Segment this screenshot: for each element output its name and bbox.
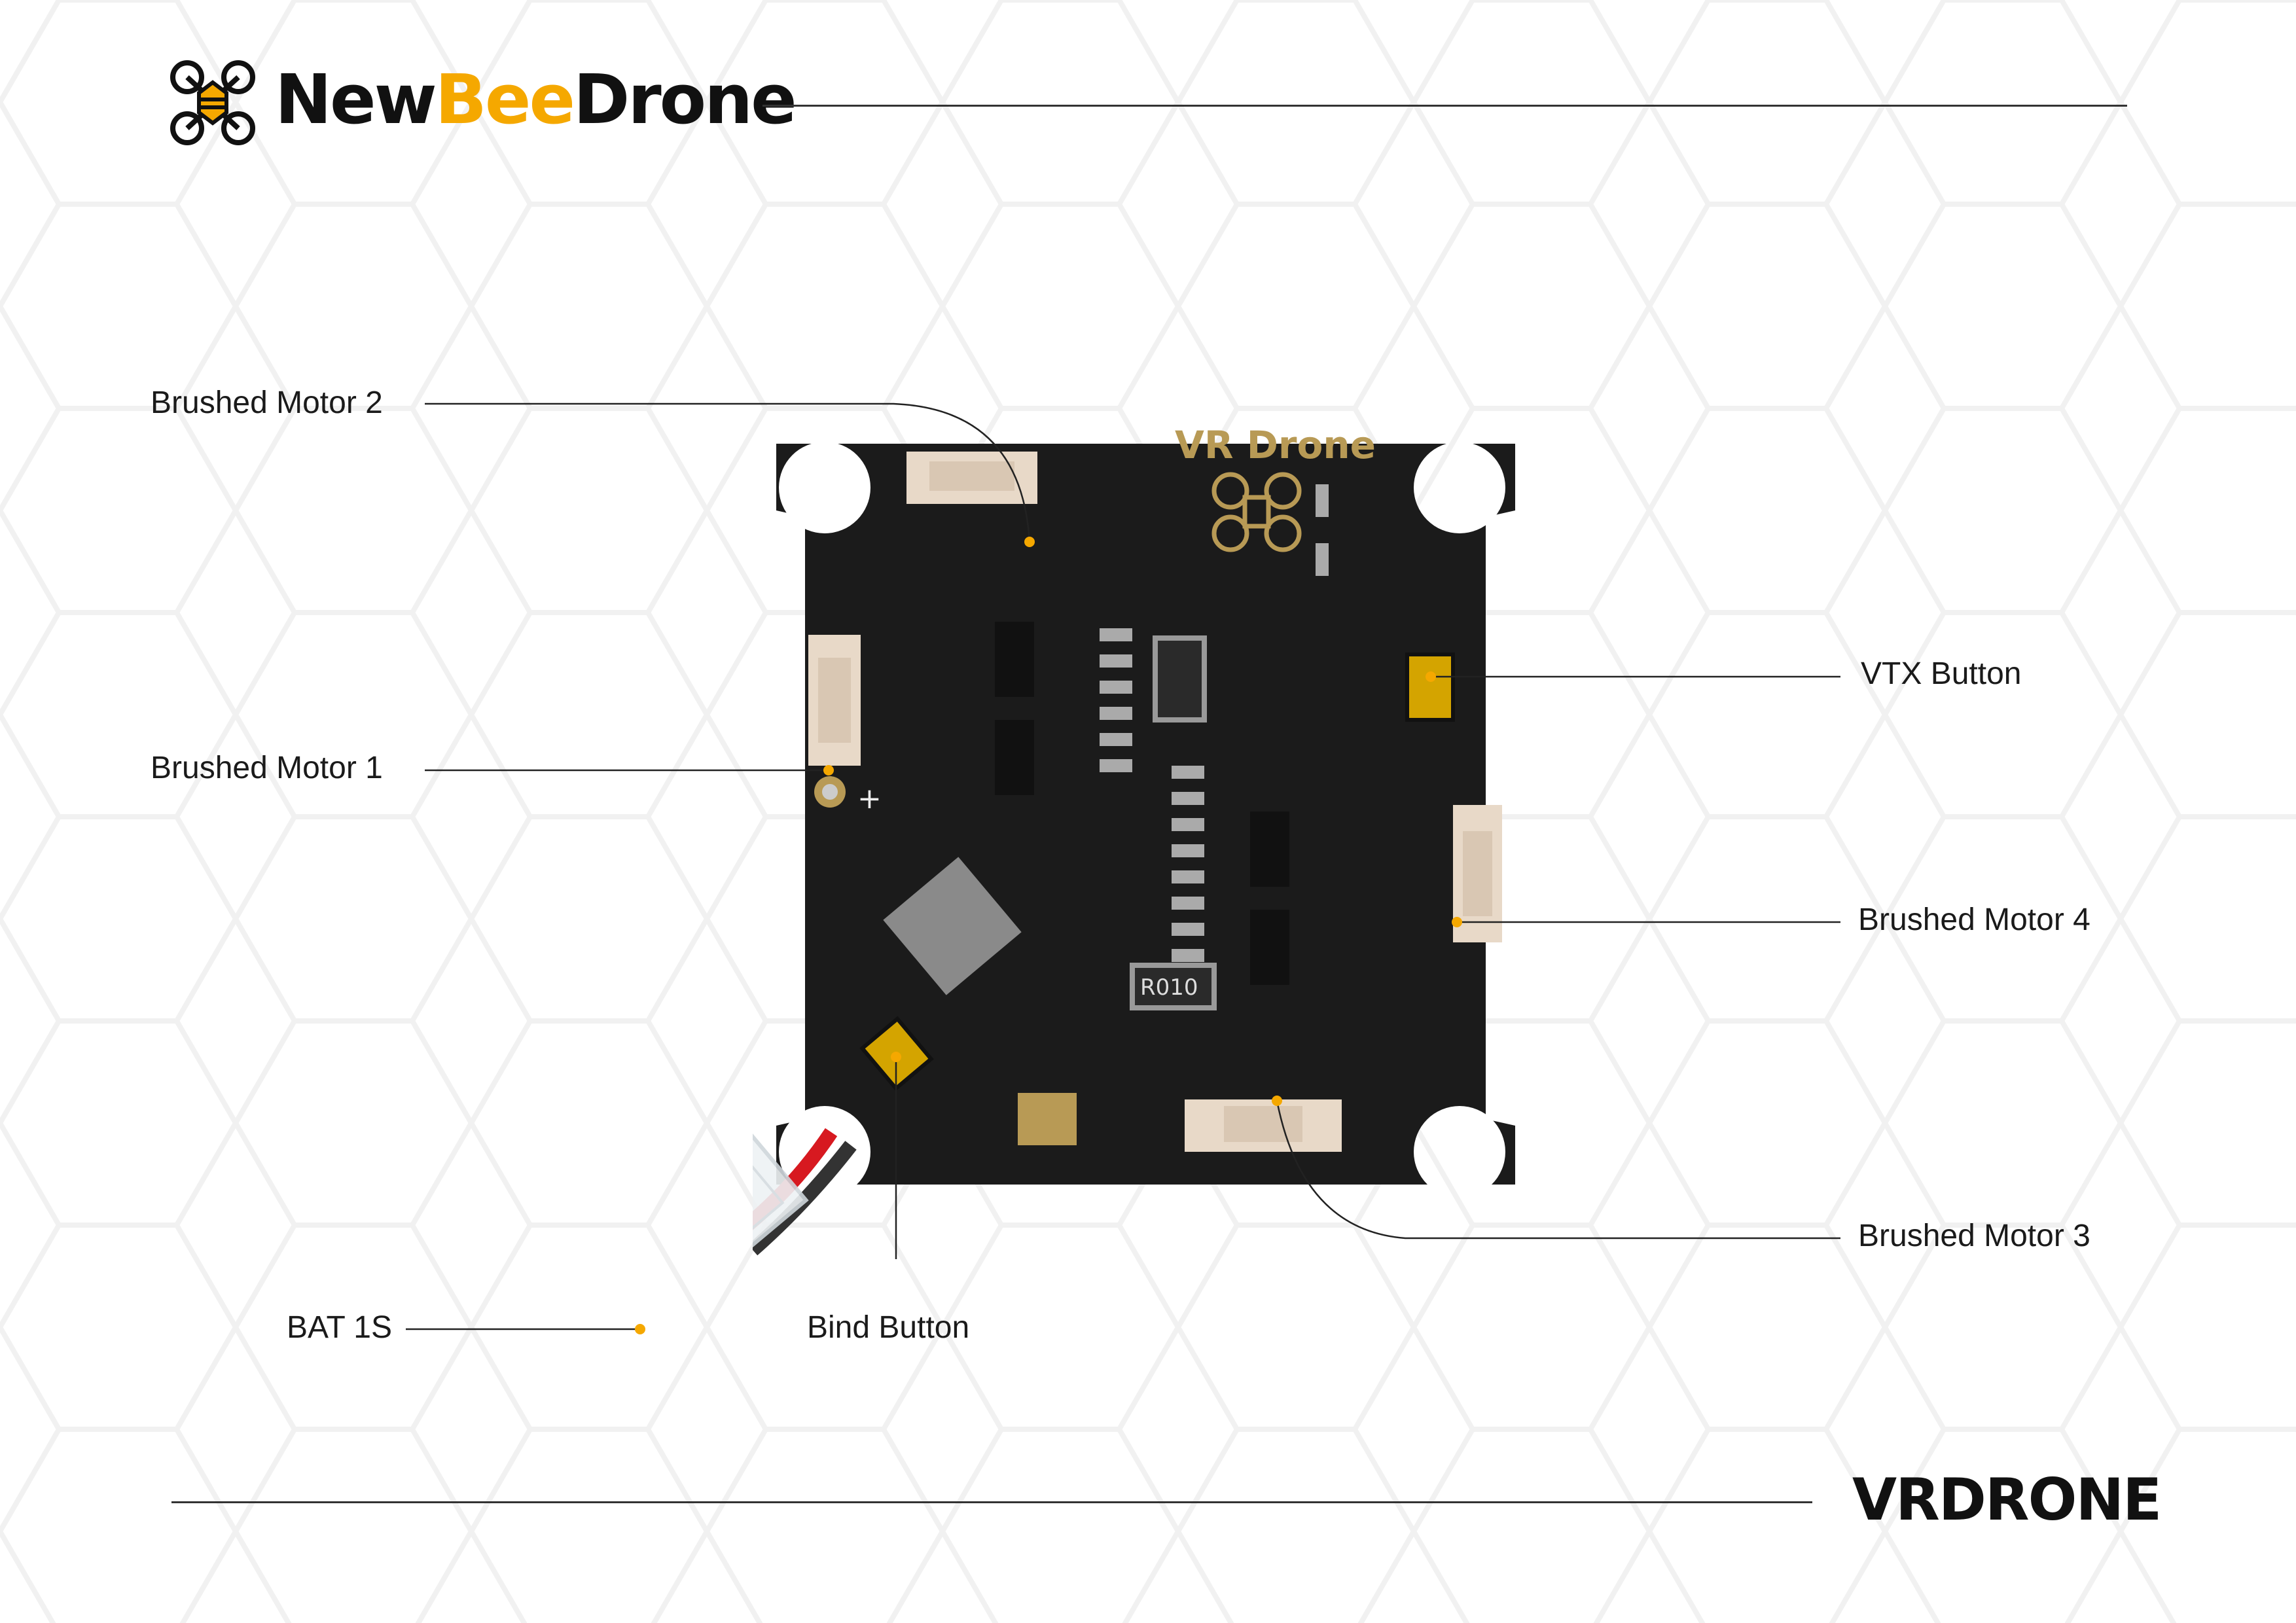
label-brushed-motor-1: Brushed Motor 1 xyxy=(151,751,383,785)
brand-logo-text: NewBeeDrone xyxy=(275,65,797,134)
brand-bee: Bee xyxy=(435,60,575,139)
label-brushed-motor-4: Brushed Motor 4 xyxy=(1858,902,2090,937)
footer-brand: VRDRONE xyxy=(1852,1466,2162,1533)
label-vtx-button: VTX Button xyxy=(1861,656,2022,691)
flight-controller-board: VR Drone R010 + xyxy=(753,425,1515,1279)
battery-connector xyxy=(753,1132,809,1279)
vtx-button-part xyxy=(1405,652,1455,722)
bee-drone-icon xyxy=(170,60,255,145)
label-bind-button: Bind Button xyxy=(807,1310,970,1345)
brand-drone: Drone xyxy=(573,60,797,139)
label-bat-1s: BAT 1S xyxy=(287,1310,392,1345)
silkscreen-drone-icon xyxy=(1211,472,1302,552)
resistor-marking: R010 xyxy=(1140,974,1198,1001)
plus-marking: + xyxy=(857,782,882,815)
header-divider xyxy=(762,105,2127,107)
footer-divider xyxy=(171,1501,1812,1503)
brand-new: New xyxy=(275,60,437,139)
label-brushed-motor-3: Brushed Motor 3 xyxy=(1858,1219,2090,1253)
label-brushed-motor-2: Brushed Motor 2 xyxy=(151,385,383,420)
silkscreen-title: VR Drone xyxy=(1175,425,1376,467)
